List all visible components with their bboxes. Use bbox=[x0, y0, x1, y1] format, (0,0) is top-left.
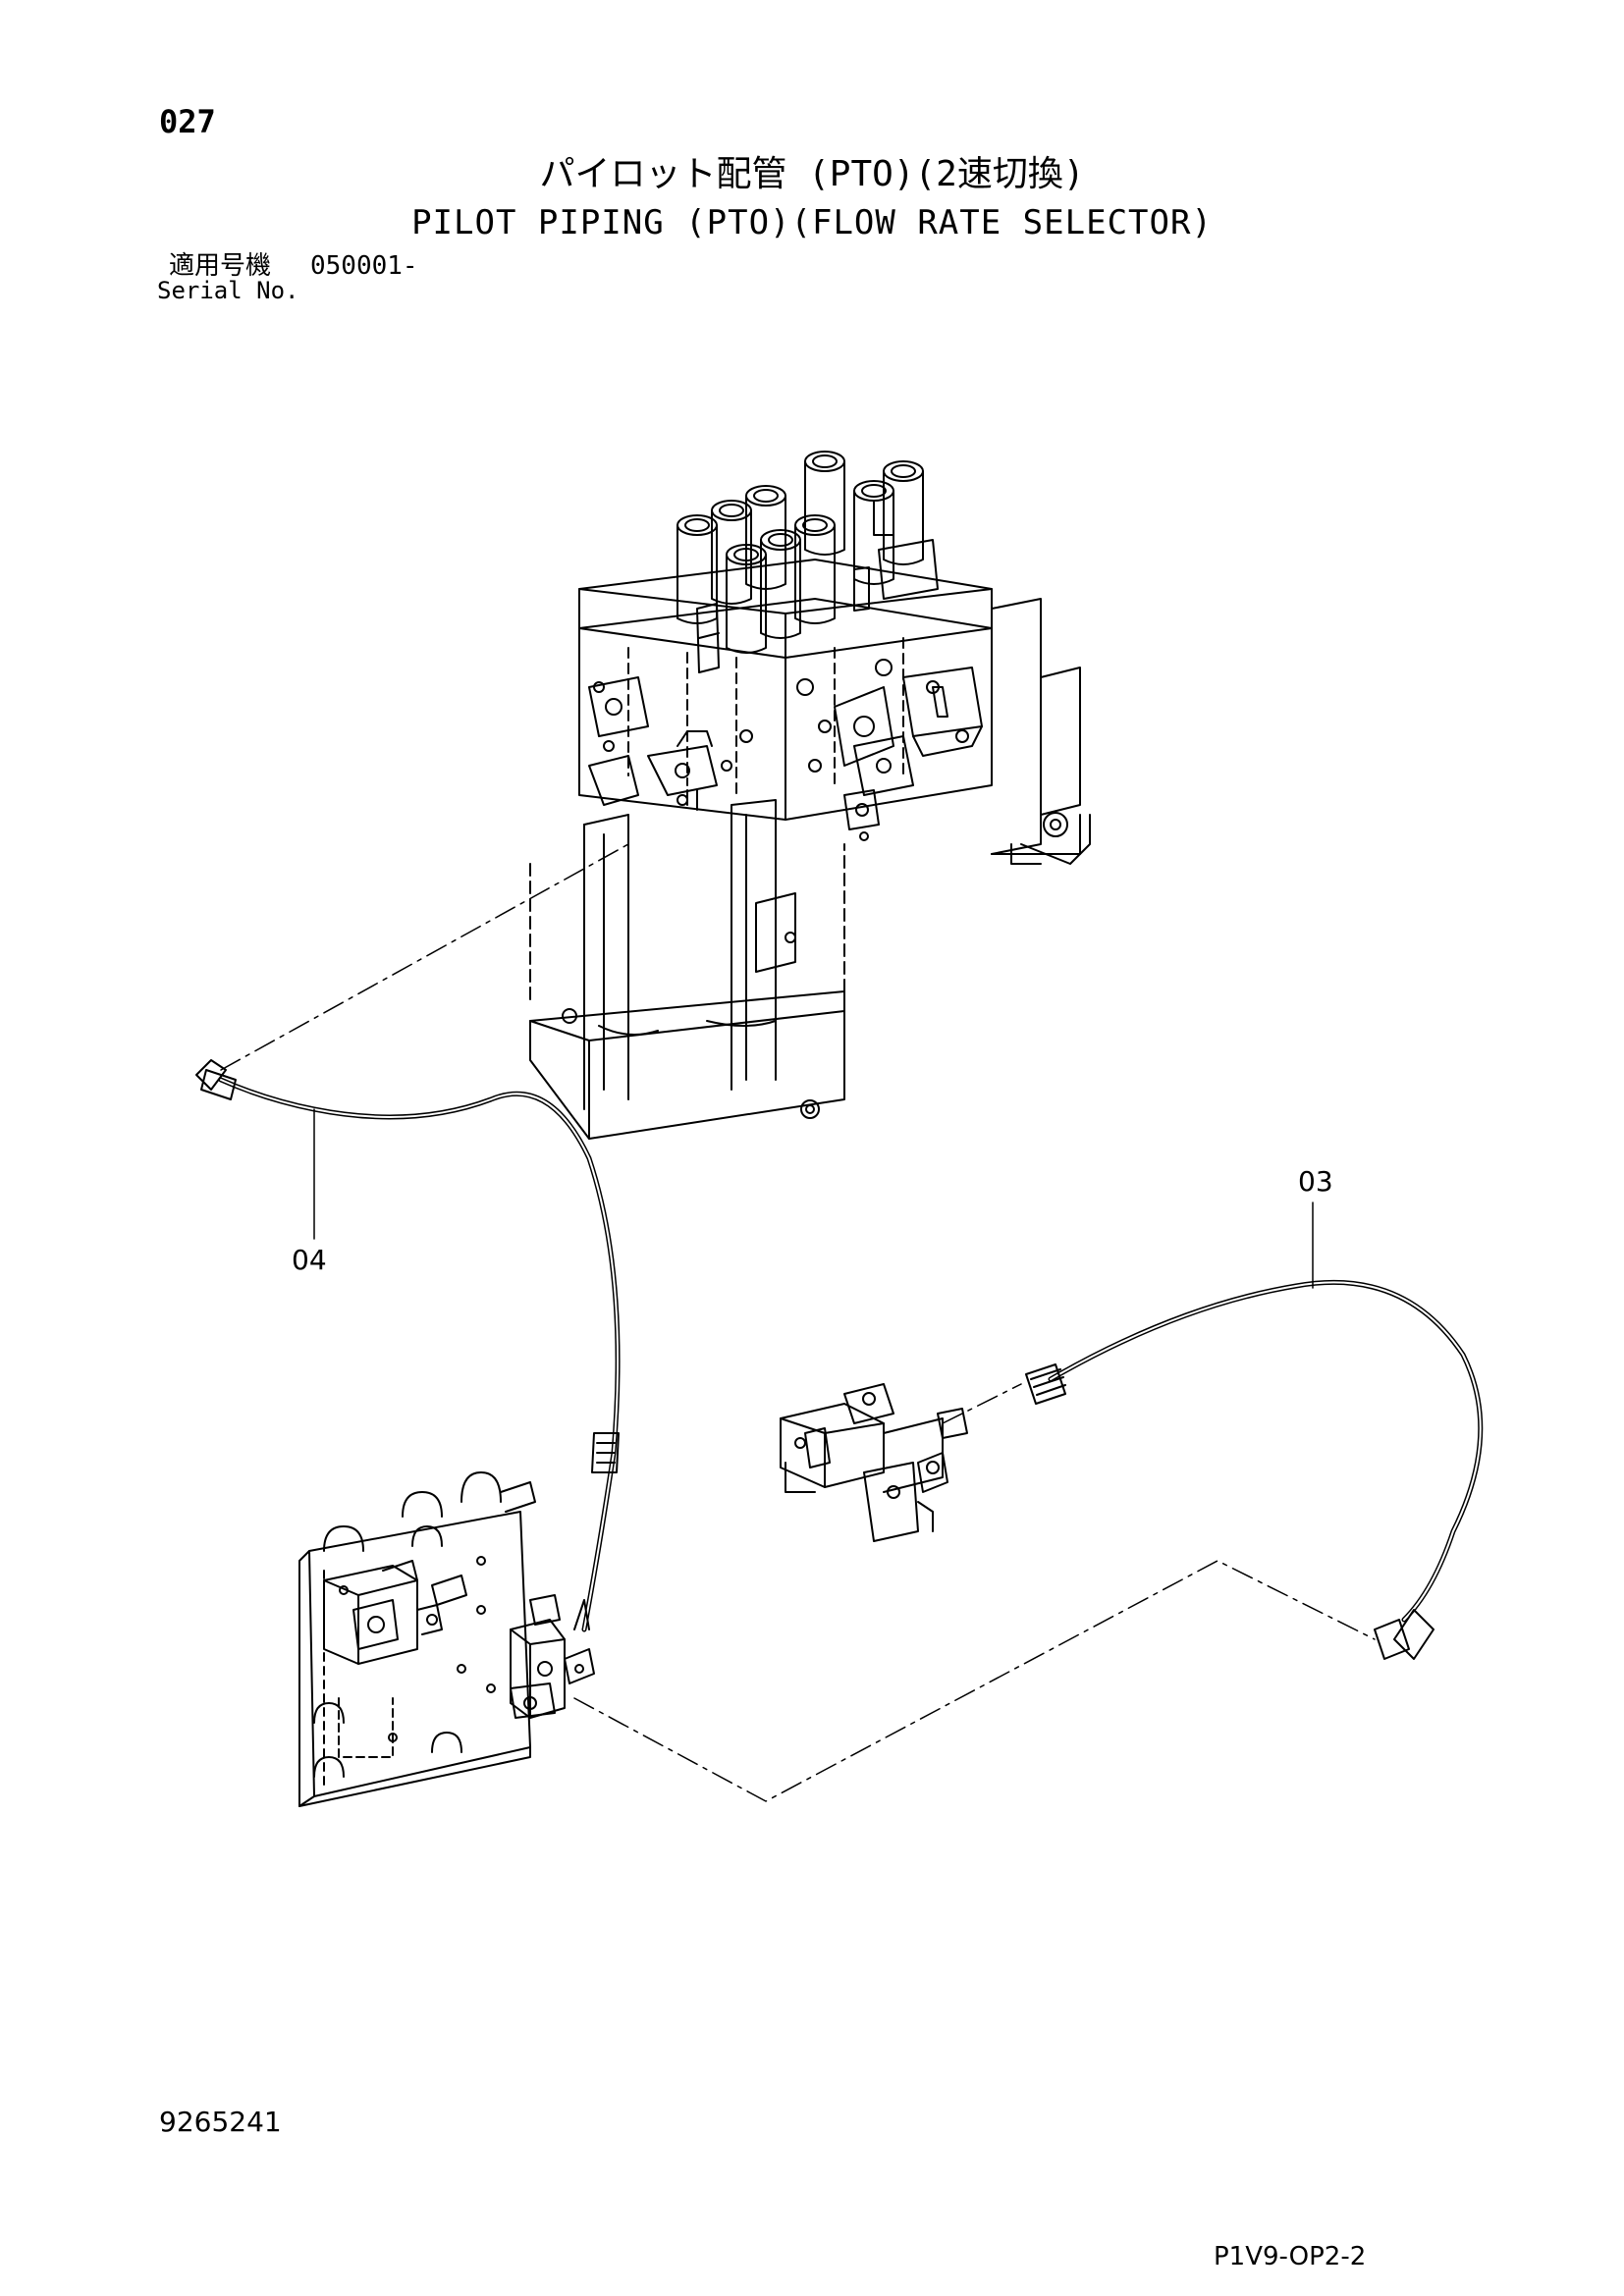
page-number: 027 bbox=[159, 103, 216, 140]
spool-caps bbox=[677, 452, 938, 672]
callout-04[interactable]: 04 bbox=[292, 1244, 327, 1276]
hose-04 bbox=[196, 1060, 619, 1629]
serial-label-english: Serial No. bbox=[157, 277, 299, 304]
hose-03 bbox=[1026, 1202, 1481, 1659]
serial-value: 050001- bbox=[310, 251, 418, 281]
title-japanese: パイロット配管 (PTO)(2速切換) bbox=[539, 154, 1085, 194]
title-english: PILOT PIPING (PTO)(FLOW RATE SELECTOR) bbox=[411, 203, 1213, 242]
control-valve-assembly bbox=[530, 452, 1090, 1139]
document-number: 9265241 bbox=[159, 2106, 282, 2138]
selector-valve-right bbox=[781, 1384, 967, 1541]
connection-line-04-top bbox=[221, 844, 628, 1070]
serial-label-japanese: 適用号機 bbox=[169, 251, 272, 281]
sheet-code: P1V9-OP2-2 bbox=[1214, 2242, 1367, 2271]
connection-line-lower bbox=[574, 1561, 1375, 1801]
selector-valve-plate-assembly bbox=[299, 1472, 594, 1806]
connection-line-03 bbox=[943, 1384, 1021, 1423]
callout-03[interactable]: 03 bbox=[1298, 1165, 1333, 1198]
